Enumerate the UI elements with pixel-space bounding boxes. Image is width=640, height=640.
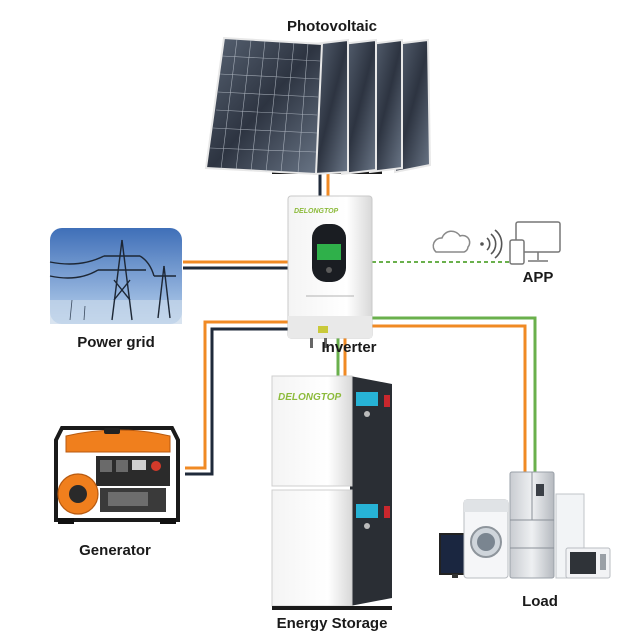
inverter-brand-logo: DELONGTOP [294, 208, 339, 215]
load-appliances [439, 471, 611, 579]
energy-storage-battery [271, 375, 392, 610]
load-wire-green [372, 316, 537, 472]
wifi-signal-icon [480, 229, 503, 259]
load-label: Load [522, 593, 558, 610]
cloud-icon [432, 230, 471, 253]
generator-label: Generator [79, 542, 151, 559]
battery-brand-logo: DELONGTOP [278, 392, 341, 403]
generator-wire-ac [185, 320, 288, 470]
inverter-unit [287, 195, 373, 348]
power-grid-label: Power grid [77, 334, 155, 351]
generator-image [54, 426, 180, 524]
solar-panel-array [204, 36, 432, 176]
load-wire-orange [372, 324, 527, 472]
inverter-label: Inverter [321, 339, 376, 356]
energy-storage-label: Energy Storage [277, 615, 388, 632]
phone-icon [509, 239, 525, 265]
photovoltaic-label: Photovoltaic [287, 18, 377, 35]
generator-wire-dc [185, 327, 288, 476]
power-grid-image [49, 228, 182, 324]
computer-icon [515, 221, 561, 262]
wires [183, 172, 537, 476]
app-label: APP [523, 269, 554, 286]
